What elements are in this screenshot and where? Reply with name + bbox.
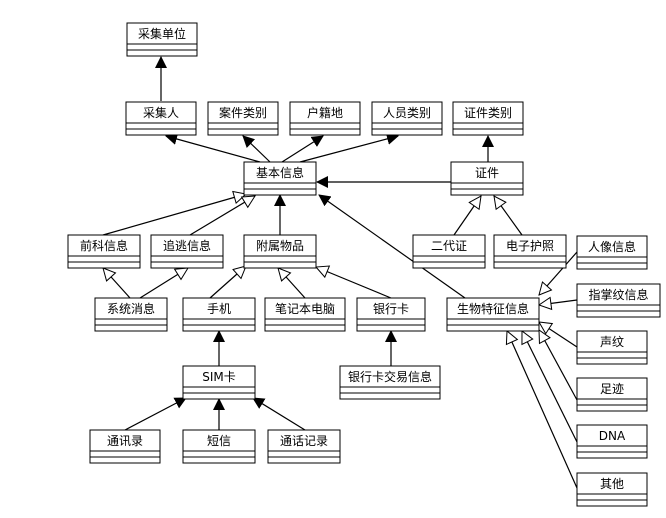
class-title: 案件类别 — [219, 105, 267, 120]
class-zhengjian-leibie: 证件类别 — [452, 101, 524, 136]
class-renyuan-leibie: 人员类别 — [371, 101, 443, 136]
class-zhengjian: 证件 — [450, 161, 524, 196]
class-xitong-xiaoxi: 系统消息 — [94, 297, 168, 332]
association-arrow — [252, 397, 306, 431]
generalization-arrow — [102, 194, 246, 236]
class-title: 笔记本电脑 — [275, 301, 335, 316]
class-tongxunlu: 通讯录 — [89, 429, 161, 464]
class-duanxin: 短信 — [182, 429, 256, 464]
generalization-arrow — [209, 266, 246, 299]
class-caiji-danwei: 采集单位 — [126, 22, 198, 57]
association-arrow — [299, 133, 399, 163]
class-anjian-leibie: 案件类别 — [207, 101, 279, 136]
class-bijiben-diannao: 笔记本电脑 — [264, 297, 346, 332]
class-hujidi: 户籍地 — [289, 101, 361, 136]
class-yinhangka-jiaoyi-xinxi: 银行卡交易信息 — [339, 365, 441, 400]
generalization-arrow — [139, 268, 188, 299]
class-title: 户籍地 — [307, 105, 343, 120]
class-title: 银行卡 — [373, 302, 409, 316]
class-title: 追逃信息 — [163, 238, 211, 253]
generalization-arrow — [539, 251, 578, 295]
class-title: 人像信息 — [588, 239, 636, 254]
class-qianke-xinxi: 前科信息 — [67, 234, 141, 269]
class-title: 前科信息 — [80, 238, 128, 253]
class-title: 电子护照 — [506, 239, 554, 253]
class-title: 短信 — [207, 434, 231, 448]
association-arrow — [124, 397, 187, 431]
generalization-arrow — [453, 196, 481, 236]
class-shengwen: 声纹 — [576, 330, 648, 365]
class-title: 证件 — [475, 166, 499, 180]
generalization-arrow — [507, 331, 578, 489]
class-title: 通话记录 — [280, 434, 328, 448]
generalization-arrow — [278, 268, 306, 299]
class-dianzi-huzhao: 电子护照 — [493, 234, 567, 269]
association-arrow — [318, 194, 466, 299]
class-title: 基本信息 — [256, 165, 304, 180]
class-title: 银行卡交易信息 — [348, 369, 432, 384]
association-arrow — [242, 135, 271, 163]
class-title: 附属物品 — [256, 239, 304, 253]
class-caiji-ren: 采集人 — [125, 101, 197, 136]
class-tonghua-jilu: 通话记录 — [267, 429, 341, 464]
class-title: 其他 — [600, 477, 624, 491]
class-dna: DNA — [576, 424, 648, 459]
class-zuji: 足迹 — [576, 377, 648, 412]
class-shengwu-tezheng-xinxi: 生物特征信息 — [446, 297, 540, 332]
relationship-lines — [102, 56, 578, 489]
class-qita: 其他 — [576, 472, 648, 507]
class-title: 采集人 — [143, 105, 179, 120]
class-sim-ka: SIM卡 — [182, 365, 256, 400]
class-title: 证件类别 — [464, 106, 512, 120]
class-title: 手机 — [207, 302, 231, 316]
generalization-arrow — [103, 268, 131, 299]
class-jiben-xinxi: 基本信息 — [243, 161, 317, 196]
class-yinhangka: 银行卡 — [356, 297, 426, 332]
class-renxiang-xinxi: 人像信息 — [576, 235, 648, 270]
class-title: DNA — [599, 429, 626, 443]
generalization-arrow — [189, 196, 255, 236]
generalization-arrow — [522, 331, 578, 443]
generalization-arrow — [539, 322, 578, 348]
generalization-arrow — [539, 330, 578, 401]
class-zhizhangwen-xinxi: 指掌纹信息 — [576, 283, 661, 318]
generalization-arrow — [539, 300, 578, 305]
class-title: 足迹 — [600, 382, 624, 396]
class-title: SIM卡 — [202, 370, 236, 384]
class-zhuitao-xinxi: 追逃信息 — [150, 234, 224, 269]
class-title: 声纹 — [600, 335, 624, 349]
class-title: 指掌纹信息 — [588, 287, 648, 302]
class-title: 采集单位 — [138, 26, 186, 41]
class-title: 人员类别 — [383, 106, 431, 120]
generalization-arrow — [494, 196, 523, 236]
class-fushu-wupin: 附属物品 — [243, 234, 317, 269]
class-title: 通讯录 — [107, 434, 143, 448]
association-arrow — [165, 133, 261, 163]
class-title: 二代证 — [431, 239, 467, 253]
class-title: 系统消息 — [107, 301, 155, 316]
association-arrow — [281, 135, 324, 163]
class-erdaizheng: 二代证 — [412, 234, 486, 269]
generalization-arrow — [316, 267, 392, 299]
class-title: 生物特征信息 — [457, 301, 529, 316]
class-shouji: 手机 — [182, 297, 256, 332]
